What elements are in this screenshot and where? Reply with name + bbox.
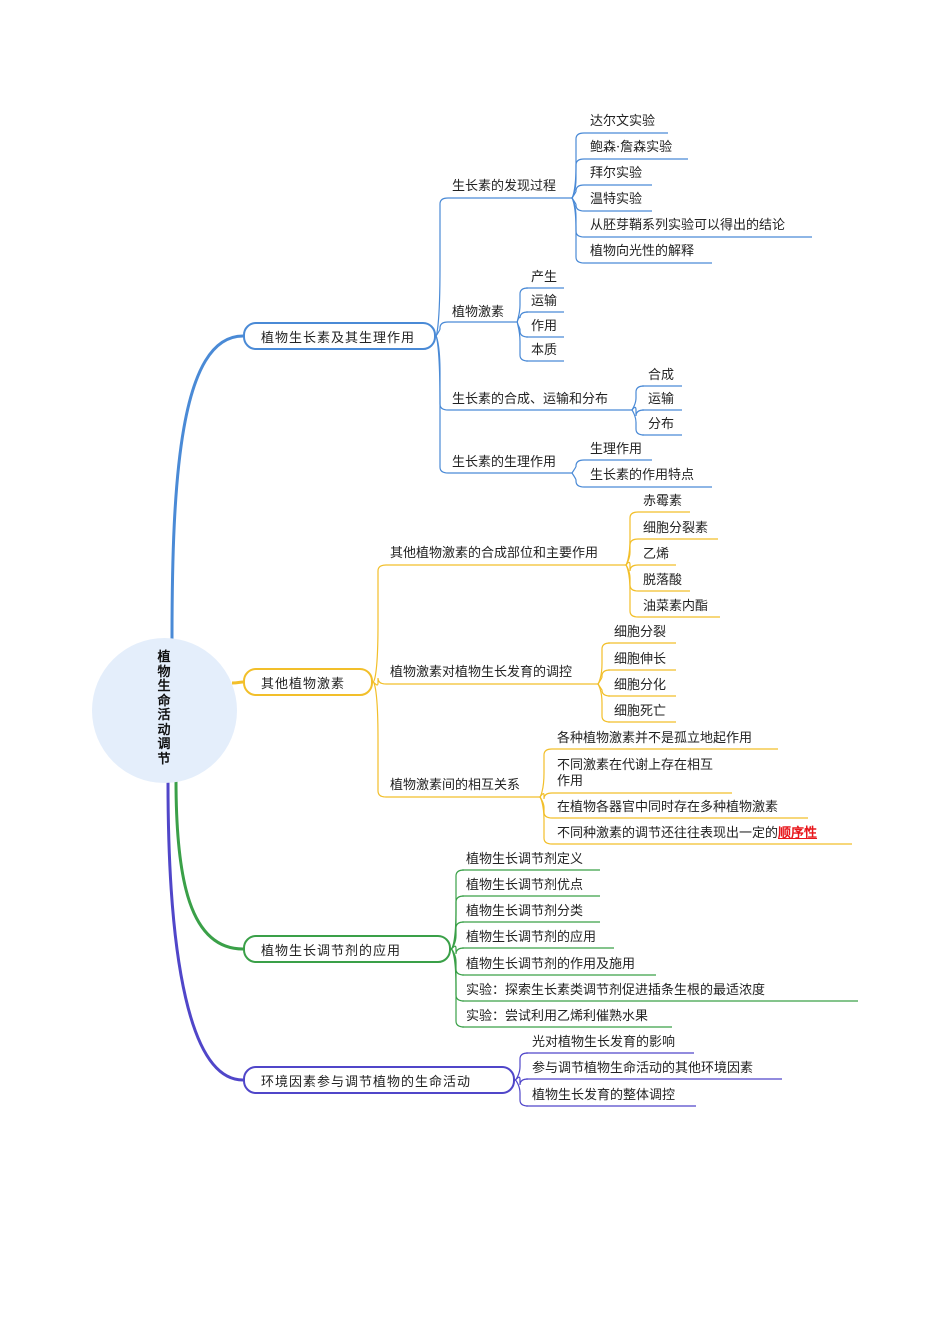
leaf-gibberellin[interactable]: 赤霉素 [643, 494, 683, 509]
leaf-sequential-text: 不同种激素的调节还往往表现出一定的 [557, 826, 779, 841]
b1-syn-1 [631, 406, 645, 417]
leaf-regulator-use[interactable]: 植物生长调节剂的作用及施用 [466, 957, 636, 972]
b1-fork-0 [435, 197, 449, 337]
b2-reg-0 [597, 642, 611, 685]
subtopic-other-hormones[interactable]: 其他植物激素的合成部位和主要作用 [390, 546, 599, 561]
leaf-cell-elongation[interactable]: 细胞伸长 [614, 652, 667, 667]
root-node[interactable] [92, 638, 237, 783]
b1-phys-0 [571, 459, 585, 474]
b1-disc-2 [571, 184, 585, 199]
root-link-2 [231, 680, 244, 685]
b1-fork-3 [435, 335, 449, 474]
subtopic-auxin-physiology[interactable]: 生长素的生理作用 [452, 455, 557, 470]
b1-syn-2 [631, 409, 645, 436]
leaf-not-isolated[interactable]: 各种植物激素并不是孤立地起作用 [557, 731, 753, 746]
branch-box-3[interactable]: 植物生长调节剂的应用 [243, 935, 451, 963]
highlight-sequence: 顺序性 [778, 826, 818, 841]
b2-oth-4 [625, 564, 639, 618]
leaf-sequential[interactable]: 不同种激素的调节还往往表现出一定的顺序性 [557, 825, 817, 843]
leaf-regulator-advantages[interactable]: 植物生长调节剂优点 [466, 878, 584, 893]
b4-fork-2 [514, 1079, 529, 1107]
b2-int-3 [539, 796, 553, 845]
leaf-function[interactable]: 作用 [531, 319, 558, 334]
leaf-transport[interactable]: 运输 [531, 294, 558, 309]
b1-disc-0 [571, 132, 585, 199]
b3-fork-3 [450, 945, 465, 955]
b4-fork-0 [514, 1052, 529, 1081]
b1-disc-1 [571, 158, 585, 199]
leaf-cytokinin[interactable]: 细胞分裂素 [643, 521, 709, 536]
leaf-paal[interactable]: 拜尔实验 [590, 166, 643, 181]
leaf-abscisic-acid[interactable]: 脱落酸 [643, 573, 683, 588]
leaf-essence[interactable]: 本质 [531, 343, 558, 358]
b2-reg-1 [597, 669, 611, 685]
leaf-metabolic-interaction[interactable]: 不同激素在代谢上存在相互作用 [557, 758, 714, 789]
branch-box-4[interactable]: 环境因素参与调节植物的生命活动 [243, 1066, 515, 1094]
b2-oth-2 [625, 561, 639, 572]
b2-int-0 [539, 748, 553, 798]
leaf-boysen-jensen[interactable]: 鲍森·詹森实验 [590, 140, 673, 155]
leaf-regulator-classification[interactable]: 植物生长调节剂分类 [466, 904, 584, 919]
b3-fork-0 [450, 869, 465, 950]
root-link-4 [166, 781, 244, 1082]
leaf-distribution[interactable]: 分布 [648, 417, 675, 432]
b1-disc-5 [571, 197, 585, 264]
b1-fork-1 [435, 321, 449, 337]
subtopic-hormone-interactions[interactable]: 植物激素间的相互关系 [390, 778, 521, 793]
subtopic-auxin-discovery[interactable]: 生长素的发现过程 [452, 179, 557, 194]
b2-int-1 [539, 792, 553, 800]
b1-ph-1 [516, 311, 529, 323]
leaf-physiology[interactable]: 生理作用 [590, 442, 643, 457]
subtopic-auxin-synthesis[interactable]: 生长素的合成、运输和分布 [452, 392, 609, 407]
leaf-light-effect[interactable]: 光对植物生长发育的影响 [532, 1035, 676, 1050]
leaf-other-environment[interactable]: 参与调节植物生命活动的其他环境因素 [532, 1061, 754, 1076]
b2-oth-1 [625, 538, 639, 566]
root-link-3 [174, 779, 244, 951]
b3-fork-6 [450, 948, 465, 1028]
leaf-regulator-definition[interactable]: 植物生长调节剂定义 [466, 852, 584, 867]
branch-box-2[interactable]: 其他植物激素 [243, 668, 373, 696]
b4-fork-1 [514, 1076, 529, 1086]
leaf-phototropism[interactable]: 植物向光性的解释 [590, 244, 695, 259]
root-node-label: 植物生命活动调节 [157, 650, 171, 767]
leaf-synthesis[interactable]: 合成 [648, 368, 675, 383]
leaf-overall-regulation[interactable]: 植物生长发育的整体调控 [532, 1088, 676, 1103]
leaf-cell-differentiation[interactable]: 细胞分化 [614, 678, 667, 693]
leaf-transport-2[interactable]: 运输 [648, 392, 675, 407]
b1-ph-3 [516, 321, 529, 362]
leaf-brassinosteroid[interactable]: 油菜素内酯 [643, 599, 709, 614]
leaf-ethylene[interactable]: 乙烯 [643, 547, 670, 562]
leaf-coleoptile-conclusion[interactable]: 从胚芽鞘系列实验可以得出的结论 [590, 218, 786, 233]
leaf-auxin-characteristics[interactable]: 生长素的作用特点 [590, 468, 695, 483]
b1-phys-1 [571, 472, 585, 488]
leaf-cell-death[interactable]: 细胞死亡 [614, 704, 667, 719]
leaf-regulator-application[interactable]: 植物生长调节剂的应用 [466, 930, 597, 945]
b2-reg-3 [597, 683, 611, 723]
leaf-multiple-hormones[interactable]: 在植物各器官中同时存在多种植物激素 [557, 800, 779, 815]
b1-syn-0 [631, 385, 645, 411]
leaf-darwin[interactable]: 达尔文实验 [590, 114, 656, 129]
b2-fork-0 [372, 564, 387, 683]
subtopic-hormone-regulation[interactable]: 植物激素对植物生长发育的调控 [390, 665, 573, 680]
b2-fork-2 [372, 681, 387, 798]
leaf-production[interactable]: 产生 [531, 270, 558, 285]
root-link-1 [170, 334, 244, 641]
leaf-experiment-rooting[interactable]: 实验：探索生长素类调节剂促进插条生根的最适浓度 [466, 983, 766, 998]
leaf-cell-division[interactable]: 细胞分裂 [614, 625, 667, 640]
leaf-went[interactable]: 温特实验 [590, 192, 643, 207]
leaf-experiment-ripening[interactable]: 实验：尝试利用乙烯利催熟水果 [466, 1009, 649, 1024]
branch-box-1[interactable]: 植物生长素及其生理作用 [243, 322, 436, 350]
subtopic-plant-hormones[interactable]: 植物激素 [452, 305, 505, 320]
